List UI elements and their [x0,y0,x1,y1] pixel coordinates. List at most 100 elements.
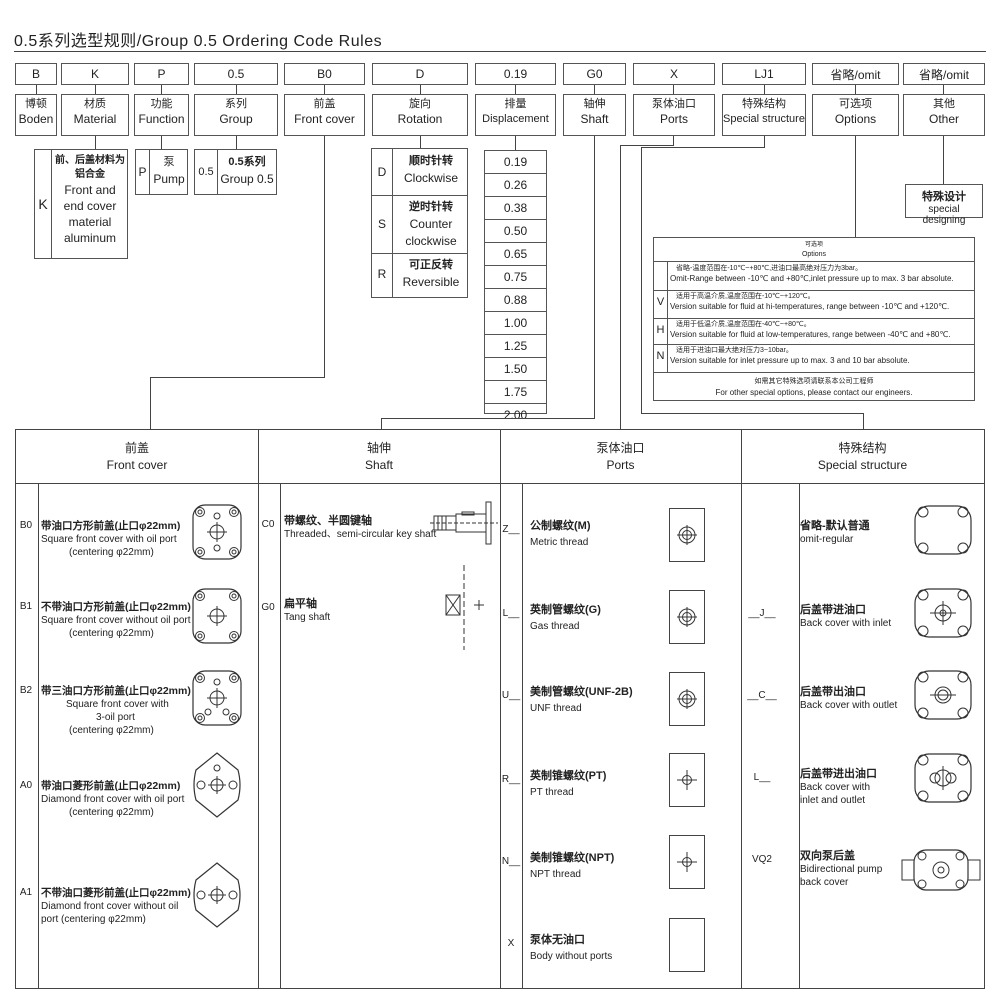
front-cover-code: A1 [19,887,33,898]
code-cell-rotation: D [372,63,468,85]
function-detail: P 泵 Pump [135,149,188,195]
port-drawing [669,672,705,726]
option-row: 适用于进油口最大绝对压力3~10bar。Version suitable for… [670,347,910,365]
group-en: Group 0.5 [220,172,274,186]
front-cover-desc: 不带油口菱形前盖(止口φ22mm)Diamond front cover wit… [41,887,191,925]
front-cover-desc: 带三油口方形前盖(止口φ22mm)Square front cover with… [41,685,191,736]
special-drawing [912,583,974,648]
special-code: __J__ [748,608,776,619]
options-title-en: Options [801,251,827,258]
function-zh: 泵 [163,156,175,168]
code-cell-options: 省略/omit [812,63,899,85]
port-desc: 美制管螺纹(UNF-2B)UNF thread [530,686,633,714]
displacement-item: 0.50 [485,220,546,243]
port-desc: 美制锥螺纹(NPT)NPT thread [530,852,615,880]
special-code: L__ [753,772,771,783]
material-code: K [35,150,52,258]
code-cell-material: K [61,63,129,85]
port-code: Z__ [502,524,520,535]
front-cover-drawing [190,586,244,651]
option-code: H [656,324,665,336]
group-detail: 0.5 0.5系列 Group 0.5 [194,149,277,195]
port-code: R__ [501,774,521,785]
special-drawing [912,748,974,813]
rotation-code-s: S [377,217,386,231]
displacement-item: 1.50 [485,358,546,381]
options-note-zh: 如需其它特殊选项请联系本公司工程师 [754,378,874,385]
shaft-code: C0 [261,519,275,530]
group-code: 0.5 [195,150,218,194]
option-code: N [656,350,665,362]
code-cell-ports: X [633,63,715,85]
port-code: N__ [501,856,521,867]
displacement-item: 1.75 [485,381,546,404]
code-cell-group: 0.5 [194,63,278,85]
displacement-item: 0.65 [485,243,546,266]
port-code: L__ [502,608,520,619]
special-drawing [912,500,974,565]
front-cover-code: B1 [19,601,33,612]
other-zh: 特殊设计 [922,191,966,203]
material-detail: K 前、后盖材料为铝合金 Front and end cover materia… [34,149,128,259]
function-en: Pump [153,172,185,186]
options-title-zh: 可选项 [804,242,823,248]
special-code: VQ2 [751,854,772,865]
option-row: 适用于高温介质,温度范围在-10℃~+120℃。Version suitable… [670,293,950,311]
code-cell-front-cover: B0 [284,63,365,85]
front-cover-code: B0 [19,520,33,531]
code-cell-shaft: G0 [563,63,626,85]
option-row: 省略-温度范围在-10℃~+80℃,进油口最高绝对压力为3bar。Omit-Ra… [670,265,954,283]
function-code: P [136,150,150,194]
displacement-item: 1.00 [485,312,546,335]
options-note-en: For other special options, please contac… [715,388,913,397]
port-drawing [669,835,705,889]
material-zh: 前、后盖材料为铝合金 [55,155,125,180]
displacement-item: 1.25 [485,335,546,358]
code-cell-other: 省略/omit [903,63,985,85]
port-desc: 英制锥螺纹(PT)PT thread [530,770,607,798]
displacement-item: 0.26 [485,174,546,197]
port-code: U__ [501,690,521,701]
displacement-item: 0.88 [485,289,546,312]
rotation-code-d: D [377,165,387,179]
front-cover-drawing [190,668,244,733]
port-drawing [669,508,705,562]
port-drawing [669,753,705,807]
tang-shaft-drawing [445,565,484,650]
port-desc: 公制螺纹(M)Metric thread [530,520,591,548]
front-cover-drawing [190,750,244,825]
front-cover-desc: 不带油口方形前盖(止口φ22mm)Square front cover with… [41,601,191,639]
front-cover-code: A0 [19,780,33,791]
port-desc: 英制管螺纹(G)Gas thread [530,604,601,632]
front-cover-desc: 带油口方形前盖(止口φ22mm)Square front cover with … [41,520,181,558]
shaft-code: G0 [261,602,275,613]
displacement-item: 0.19 [485,151,546,174]
port-code: X [507,938,515,949]
front-cover-desc: 带油口菱形前盖(止口φ22mm)Diamond front cover with… [41,780,185,818]
rotation-code-r: R [377,267,387,281]
material-en: Front and end cover material aluminum [63,183,117,245]
special-drawing [912,665,974,730]
port-drawing [669,590,705,644]
